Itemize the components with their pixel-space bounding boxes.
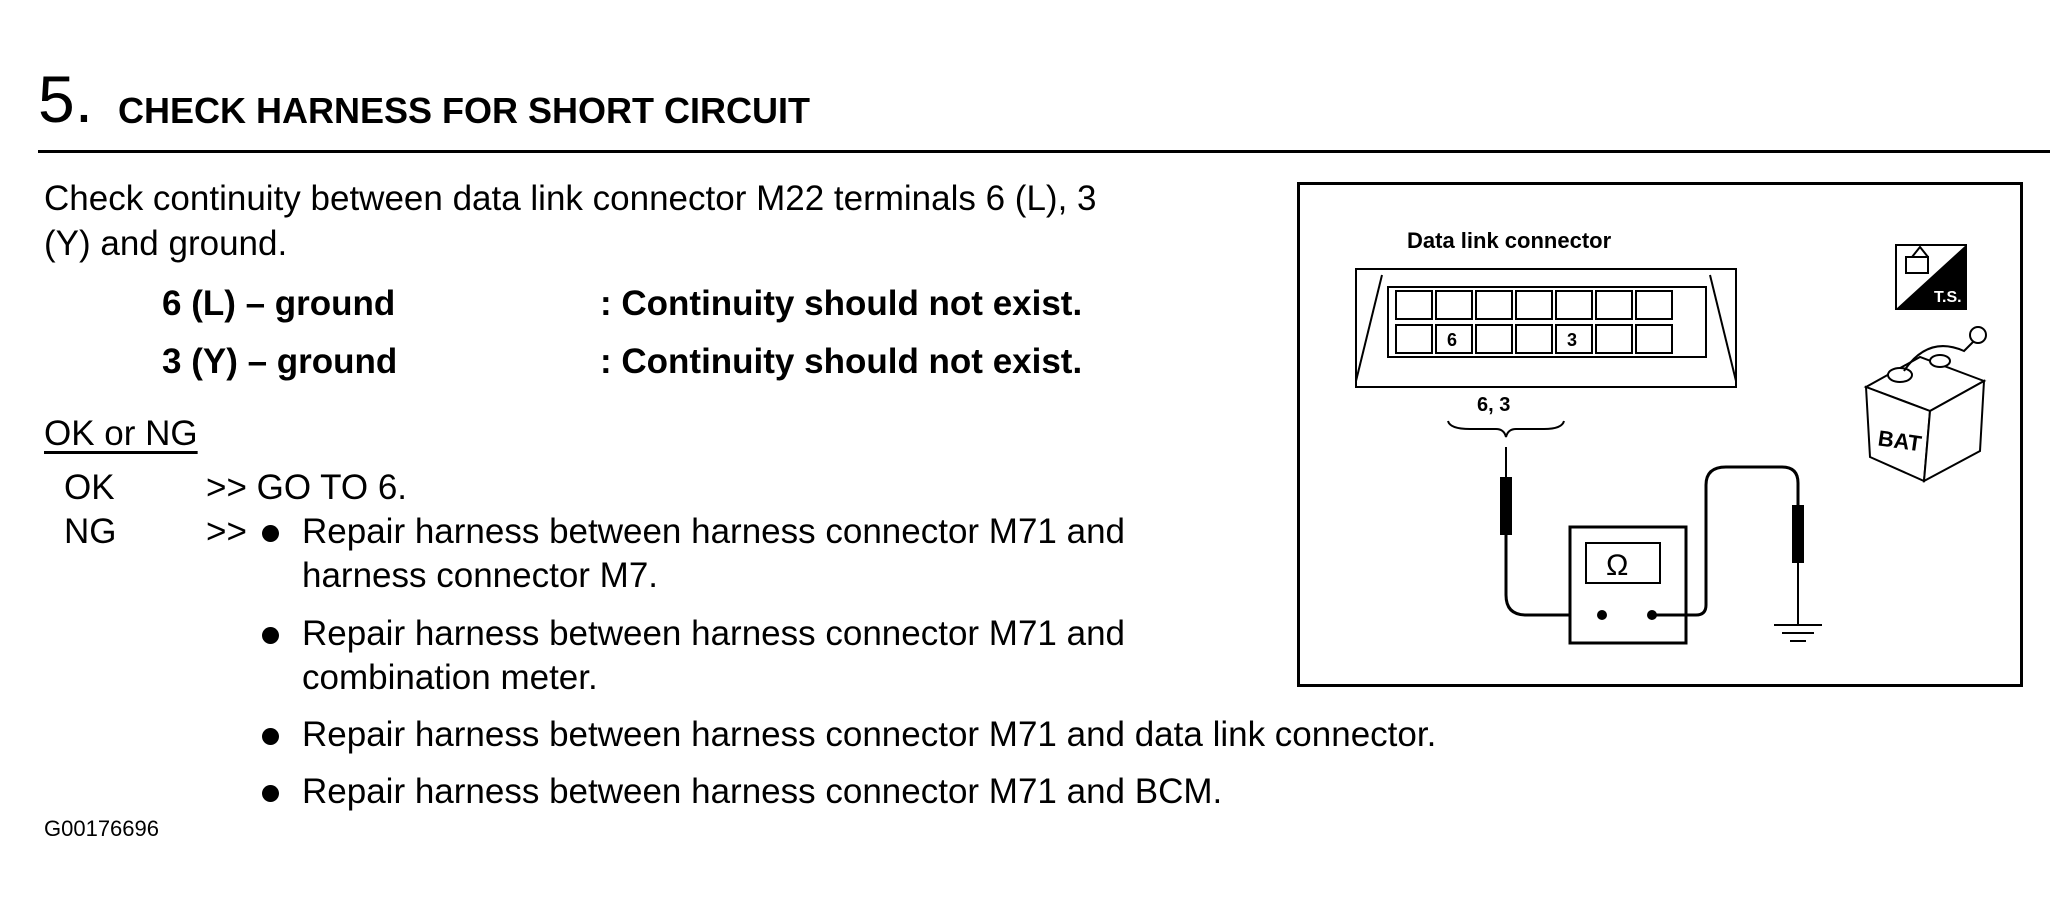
ok-or-ng-heading: OK or NG: [44, 414, 198, 453]
bullet-icon: [262, 525, 279, 542]
instruction-line-1: Check continuity between data link conne…: [44, 179, 1097, 218]
instruction-text: Check continuity between data link conne…: [44, 176, 1096, 266]
connector-label: Data link connector: [1407, 228, 1612, 253]
probe-label: 6, 3: [1477, 394, 1510, 416]
ohm-symbol: Ω: [1606, 549, 1628, 582]
ohmmeter-icon: [1568, 525, 1688, 645]
ok-action: >> GO TO 6.: [206, 468, 408, 507]
ng-action-2-line-1: Repair harness between harness connector…: [302, 614, 1125, 653]
step-title: CHECK HARNESS FOR SHORT CIRCUIT: [118, 90, 811, 131]
ng-action-3: Repair harness between harness connector…: [302, 715, 1437, 754]
bullet-icon: [262, 785, 279, 802]
bullet-icon: [262, 728, 279, 745]
terminal-3-label: 3: [1567, 330, 1577, 350]
criterion-result-1: : Continuity should not exist.: [600, 284, 1083, 323]
ng-action-2-line-2: combination meter.: [302, 658, 598, 697]
ground-probe-icon: [1652, 465, 1804, 625]
ts-label: T.S.: [1934, 289, 1962, 306]
battery-label: BAT: [1876, 425, 1923, 456]
criterion-pair-2: 3 (Y) – ground: [162, 342, 398, 381]
step-number: 5.: [38, 62, 94, 136]
instruction-line-2: (Y) and ground.: [44, 224, 288, 263]
test-probe-icon: [1500, 447, 1602, 617]
criterion-pair-1: 6 (L) – ground: [162, 284, 396, 323]
continuity-check-figure: Data link connector 6 3 6,: [1297, 182, 2023, 687]
battery-icon: [1863, 326, 1987, 483]
ok-label: OK: [64, 468, 115, 507]
ng-action-1-line-2: harness connector M7.: [302, 556, 659, 595]
probe-bracket: [1447, 420, 1565, 438]
data-link-connector-icon: [1355, 268, 1737, 388]
bullet-icon: [262, 627, 279, 644]
figure-id: G00176696: [44, 816, 159, 841]
terminal-6-label: 6: [1447, 330, 1457, 350]
criterion-result-2: : Continuity should not exist.: [600, 342, 1083, 381]
ng-action-1-line-1: Repair harness between harness connector…: [302, 512, 1125, 551]
ng-action-4: Repair harness between harness connector…: [302, 772, 1223, 811]
tester-ts-icon: [1895, 244, 1967, 310]
header-rule: [38, 150, 2050, 153]
ground-icon: [1774, 624, 1822, 642]
ng-label: NG: [64, 512, 117, 551]
ng-arrow: >>: [206, 512, 247, 551]
